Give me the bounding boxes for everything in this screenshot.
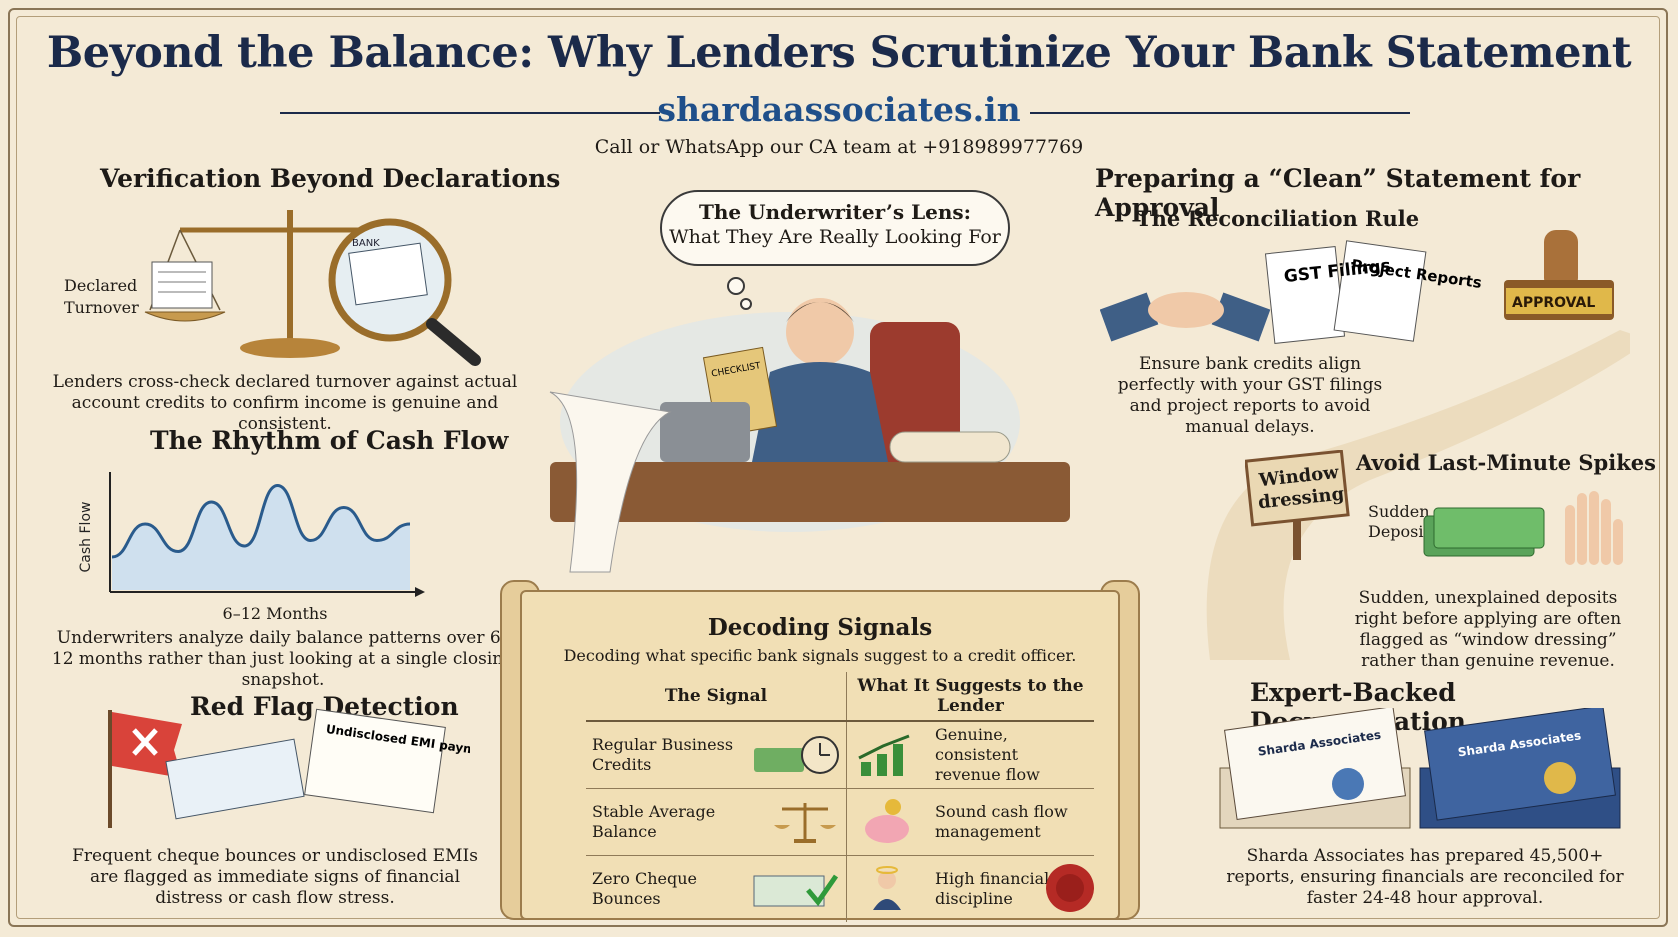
stop-hand-icon	[1565, 491, 1623, 565]
sudden-deposit-illustration	[1423, 491, 1623, 565]
expert-text: Sharda Associates has prepared 45,500+ r…	[1226, 846, 1624, 908]
thought-bubble	[660, 190, 1010, 266]
spikes-text: Sudden, unexplained deposits right befor…	[1354, 588, 1622, 671]
signal-cell: Stable Average Balance	[592, 802, 716, 841]
declared-label-1: Declared	[64, 276, 138, 295]
declared-label-2: Turnover	[64, 298, 139, 317]
chart-area	[112, 485, 410, 590]
cheque-icon	[165, 738, 305, 820]
window-dressing-sign	[1245, 450, 1350, 560]
meaning-cell: Genuine, consistent revenue flow	[935, 725, 1040, 784]
rhythm-text: Underwriters analyze daily balance patte…	[51, 628, 515, 690]
paper-tape	[549, 391, 672, 573]
spikes-title: Avoid Last-Minute Spikes	[1356, 450, 1656, 475]
reconciliation-title: The Reconciliation Rule	[1136, 206, 1420, 231]
disciplined-person-icon	[873, 866, 901, 910]
table-row: Regular Business Credits Genuine, consis…	[586, 721, 1094, 789]
road-illustration	[1206, 330, 1630, 660]
balance-scale-icon	[144, 210, 380, 358]
chart-y-label: Cash Flow	[78, 502, 94, 573]
money-clock-icon	[754, 736, 839, 774]
deposit-label-1: Sudden	[1368, 502, 1430, 521]
person-body	[750, 362, 890, 472]
piggy-bank-icon	[865, 799, 909, 843]
chart-x-label: 6–12 Months	[222, 604, 328, 623]
cash-flow-chart: Cash Flow	[78, 472, 425, 597]
balance-scale-small-icon	[774, 803, 836, 843]
scale-magnifier-illustration: BANK	[144, 210, 481, 366]
growth-chart-icon	[858, 734, 910, 776]
bank-tag: BANK	[352, 238, 380, 249]
wax-seal-icon	[1046, 864, 1094, 912]
clean-title: Preparing a “Clean” Statement for Approv…	[1095, 164, 1581, 222]
reconciliation-illustration: GST Filings Project Reports APPROVAL	[1100, 230, 1614, 344]
col-suggests: What It Suggests to the Lender	[846, 672, 1094, 722]
cheque-check-icon	[753, 874, 839, 907]
decoding-subtitle: Decoding what specific bank signals sugg…	[563, 646, 1077, 665]
red-flag-illustration: Undisclosed EMI payment notice	[108, 708, 470, 828]
handshake-icon	[1100, 292, 1271, 342]
approval-label: APPROVAL	[1512, 295, 1595, 311]
thought-line-2: What They Are Really Looking For	[669, 226, 1001, 248]
signals-table: The Signal What It Suggests to the Lende…	[586, 672, 1094, 922]
table-row: Zero Cheque Bounces High financial disci…	[586, 855, 1094, 922]
person-head	[786, 298, 854, 366]
underwriter-illustration: CHECKLIST	[549, 277, 1070, 573]
decoding-title: Decoding Signals	[707, 614, 933, 641]
signal-cell: Zero Cheque Bounces	[592, 869, 697, 908]
contact-line: Call or WhatsApp our CA team at +9189899…	[594, 136, 1084, 158]
reports-illustration: Sharda Associates Sharda Associates	[1219, 708, 1621, 829]
thought-line-1: The Underwriter’s Lens:	[698, 200, 972, 224]
col-signal: The Signal	[586, 672, 847, 722]
project-reports-doc	[1333, 240, 1427, 342]
signal-cell: Regular Business Credits	[592, 735, 734, 774]
deposit-label-2: Deposit	[1368, 522, 1430, 541]
meaning-cell: Sound cash flow management	[935, 802, 1068, 841]
page-title: Beyond the Balance: Why Lenders Scrutini…	[46, 28, 1632, 78]
rhythm-title: The Rhythm of Cash Flow	[150, 426, 509, 455]
adding-machine-icon	[660, 402, 750, 462]
divider-right	[1030, 112, 1410, 114]
clean-text: Ensure bank credits align perfectly with…	[1117, 354, 1383, 437]
emi-notice-icon	[304, 708, 446, 814]
verification-text: Lenders cross-check declared turnover ag…	[52, 372, 518, 434]
verification-title: Verification Beyond Declarations	[100, 164, 561, 193]
desk	[550, 462, 1070, 522]
meaning-cell: High financial discipline	[935, 869, 1050, 908]
chart-line	[111, 483, 411, 559]
redflag-text: Frequent cheque bounces or undisclosed E…	[72, 846, 478, 908]
table-row: Stable Average Balance Sound cash flow m…	[586, 788, 1094, 856]
divider-left	[280, 112, 660, 114]
website-link[interactable]: shardaassociates.in	[657, 90, 1021, 129]
magnifying-glass-icon	[328, 218, 481, 366]
approval-stamp-icon	[1504, 230, 1614, 320]
outer-border	[8, 8, 1668, 927]
